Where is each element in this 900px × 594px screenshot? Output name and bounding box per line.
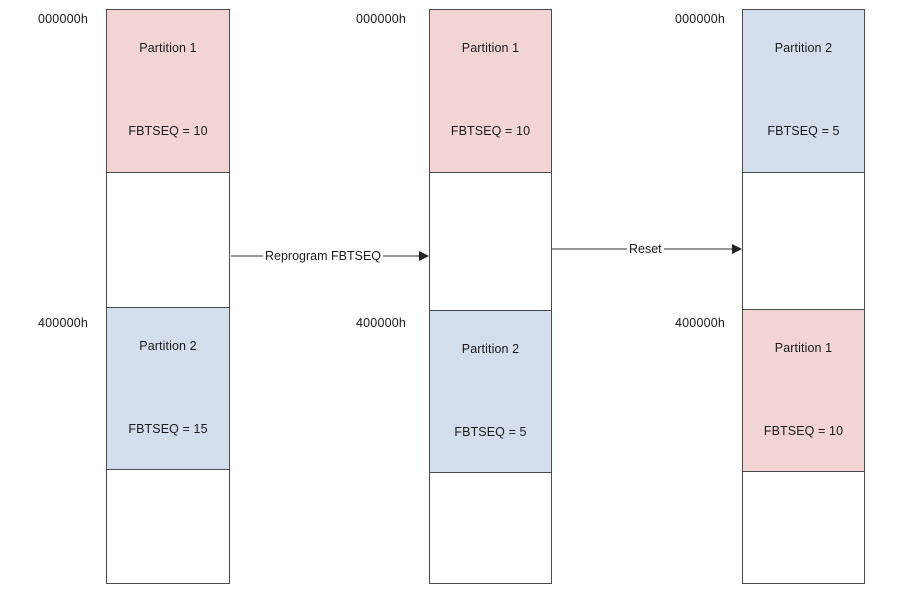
stage-1-mid-address: 400000h xyxy=(38,316,89,330)
stage-3-mid-address: 400000h xyxy=(675,316,726,330)
stage-2-lower-partition-name: Partition 2 xyxy=(461,342,520,356)
stage-1-upper-fbtseq: FBTSEQ = 10 xyxy=(128,124,208,138)
stage-2-upper-fbtseq: FBTSEQ = 10 xyxy=(450,124,531,138)
stage-1-upper-partition-name: Partition 1 xyxy=(139,41,197,55)
stage-2-upper-partition: Partition 1 FBTSEQ = 10 xyxy=(430,10,551,173)
reprogram-fbtseq-label: Reprogram FBTSEQ xyxy=(263,249,384,263)
stage-1-lower-partition-name: Partition 2 xyxy=(139,339,197,353)
reset-arrowhead-icon xyxy=(732,244,742,254)
stage-3-lower-partition-name: Partition 1 xyxy=(774,341,833,355)
stage-1-lower-partition: Partition 2 FBTSEQ = 15 xyxy=(107,307,229,470)
reprogram-arrowhead-icon xyxy=(419,251,429,261)
stage-1-top-address: 000000h xyxy=(38,12,89,26)
stage-3-lower-fbtseq: FBTSEQ = 10 xyxy=(763,424,844,438)
stage-3-top-address: 000000h xyxy=(675,12,726,26)
stage-2-top-address: 000000h xyxy=(356,12,407,26)
stage-2-mid-address: 400000h xyxy=(356,316,407,330)
stage-3-lower-partition: Partition 1 FBTSEQ = 10 xyxy=(743,309,864,472)
stage-1-upper-partition: Partition 1 FBTSEQ = 10 xyxy=(107,10,229,173)
stage-2-lower-fbtseq: FBTSEQ = 5 xyxy=(454,425,527,439)
stage-3-upper-partition: Partition 2 FBTSEQ = 5 xyxy=(743,10,864,173)
reset-label: Reset xyxy=(627,242,664,256)
stage-1-flash-column: Partition 1 FBTSEQ = 10 Partition 2 FBTS… xyxy=(106,9,230,584)
stage-2-upper-partition-name: Partition 1 xyxy=(461,41,520,55)
stage-3-upper-fbtseq: FBTSEQ = 5 xyxy=(767,124,840,138)
stage-2-lower-partition: Partition 2 FBTSEQ = 5 xyxy=(430,310,551,473)
stage-2-flash-column: Partition 1 FBTSEQ = 10 Partition 2 FBTS… xyxy=(429,9,552,584)
stage-1-lower-fbtseq: FBTSEQ = 15 xyxy=(128,422,208,436)
stage-3-upper-partition-name: Partition 2 xyxy=(774,41,833,55)
stage-3-flash-column: Partition 2 FBTSEQ = 5 Partition 1 FBTSE… xyxy=(742,9,865,584)
